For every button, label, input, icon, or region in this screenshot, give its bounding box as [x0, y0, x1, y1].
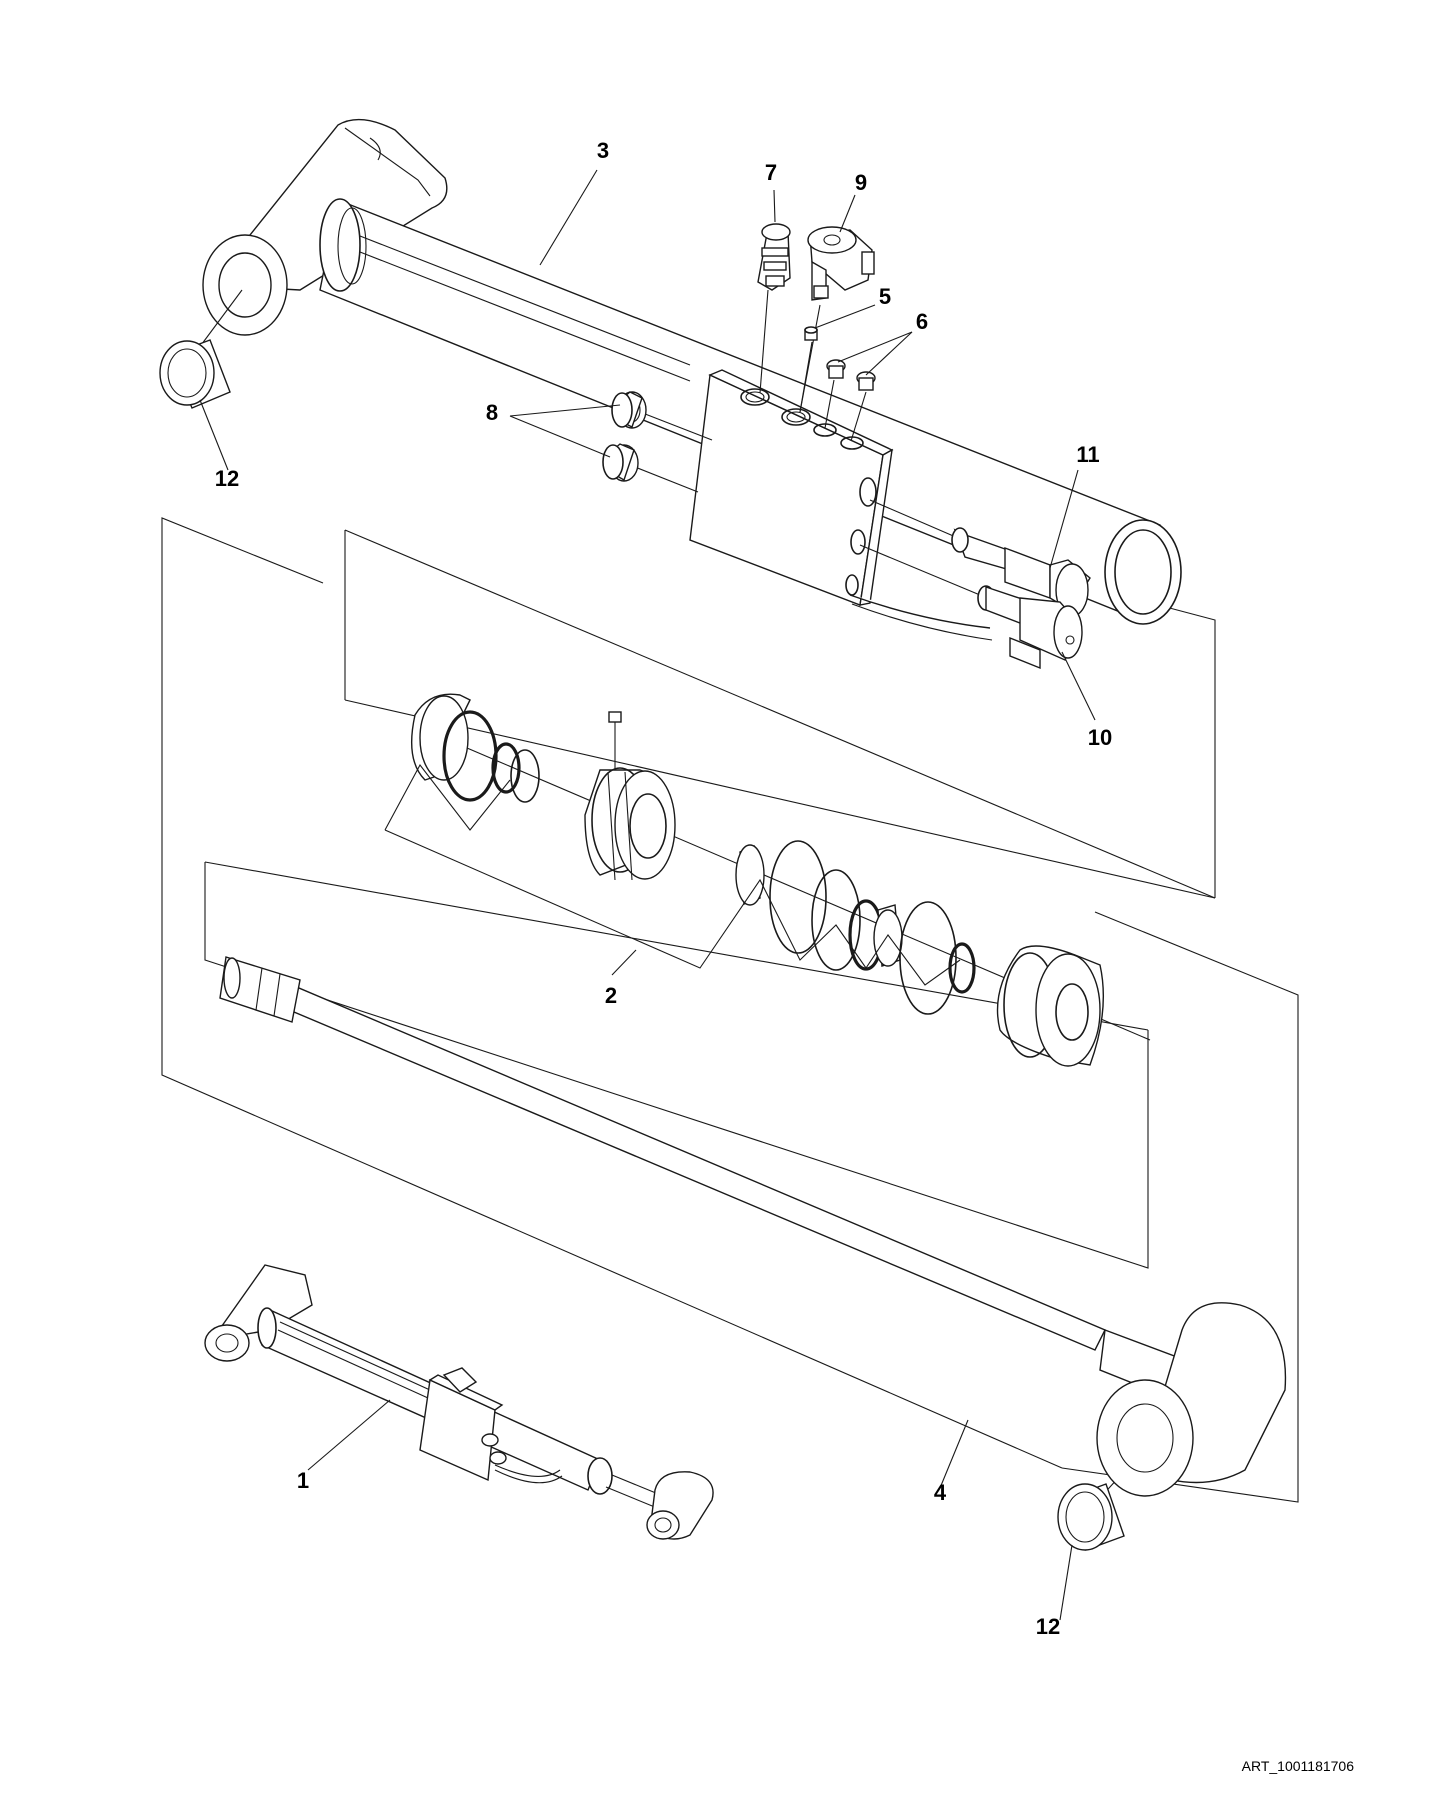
solenoid-cartridge-10 [849, 544, 1083, 670]
valve-cartridge-7 [757, 223, 791, 394]
callout-6: 6 [916, 309, 928, 334]
rod-eye-end-4 [1096, 1302, 1287, 1497]
callout-2: 2 [605, 983, 617, 1008]
plugs-8 [602, 391, 713, 493]
callout-12-top: 12 [215, 466, 239, 491]
callout-labels: 3 7 9 5 6 8 12 11 10 2 1 4 12 [215, 138, 1112, 1639]
valve-block [689, 369, 894, 606]
callout-4: 4 [934, 1480, 947, 1505]
callout-7: 7 [765, 160, 777, 185]
cylinder-barrel-3 [202, 118, 1182, 625]
callout-5: 5 [879, 284, 891, 309]
callout-8: 8 [486, 400, 498, 425]
plug-5 [799, 326, 818, 413]
piston-rod [219, 956, 1106, 1351]
callout-3: 3 [597, 138, 609, 163]
leader-lines [199, 169, 1096, 1621]
plugs-6 [824, 359, 876, 442]
bushing-12-bottom [1057, 1444, 1149, 1551]
callout-9: 9 [855, 170, 867, 195]
seal-kit-2 [410, 693, 1151, 1067]
cartridge-11 [869, 499, 1091, 617]
callout-12-bottom: 12 [1036, 1614, 1060, 1639]
assembled-cylinder-1 [204, 1264, 714, 1540]
callout-10: 10 [1088, 725, 1112, 750]
solenoid-valve-9 [799, 226, 875, 413]
group-bracket-lines [161, 517, 1299, 1503]
bushing-12-top [159, 289, 243, 409]
callout-11: 11 [1076, 442, 1099, 467]
callout-1: 1 [297, 1468, 309, 1493]
art-number: ART_1001181706 [1242, 1758, 1355, 1774]
